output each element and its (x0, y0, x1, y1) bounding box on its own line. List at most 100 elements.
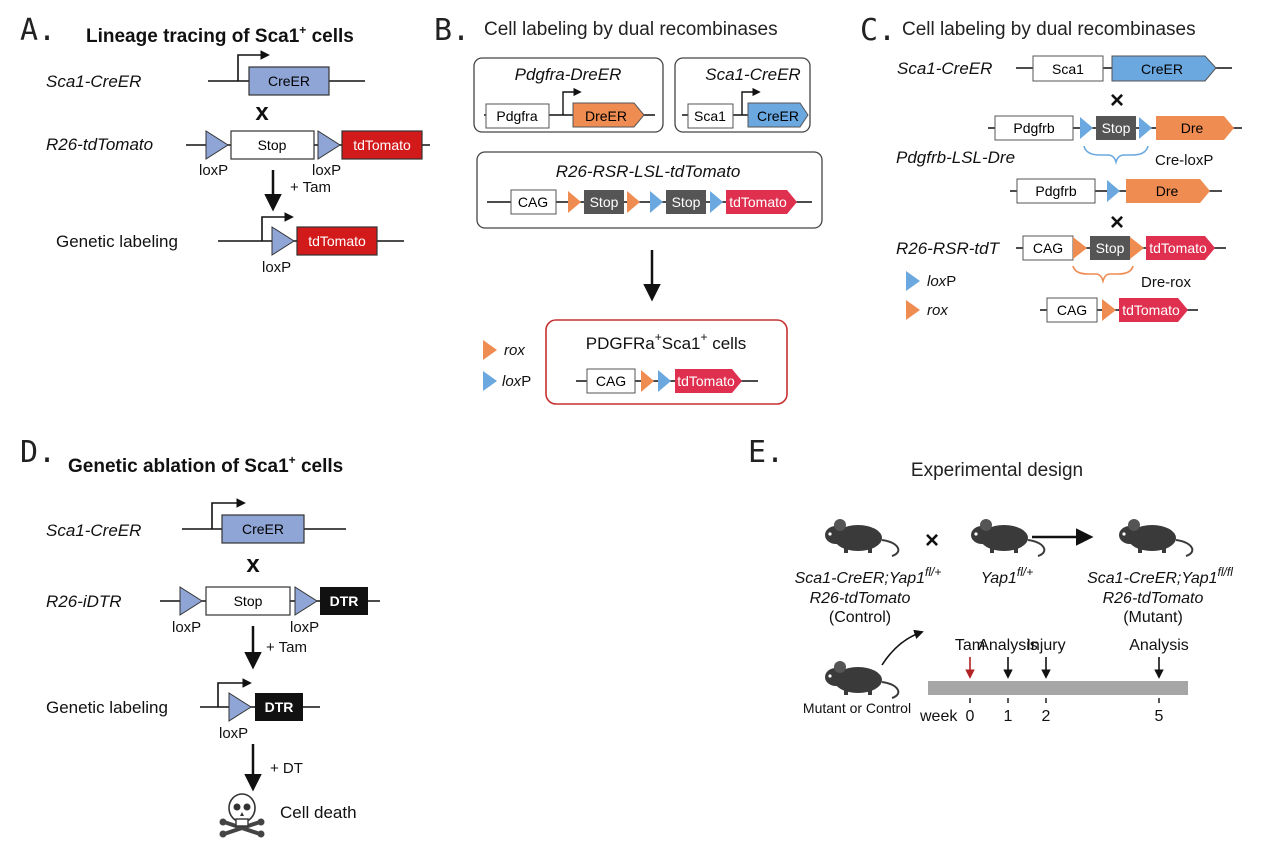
cell-death-label: Cell death (280, 803, 357, 822)
loxp-triangle (710, 191, 723, 213)
genetic-labeling-label: Genetic labeling (46, 698, 168, 717)
dtr-box (320, 587, 368, 615)
mouse1-reporter: R26-tdTomato (810, 590, 911, 607)
stop-label: Stop (590, 194, 619, 210)
tdtomato-label: tdTomato (677, 373, 735, 389)
mouse3-reporter: R26-tdTomato (1103, 590, 1204, 607)
dre-box (1156, 116, 1234, 140)
tdtomato-label: tdTomato (1122, 302, 1180, 318)
rox-triangle (641, 370, 654, 392)
loxp-triangle (1139, 117, 1152, 139)
loxp-label: loxP (262, 259, 291, 276)
stop-box (205, 586, 291, 616)
creer-box (248, 66, 330, 96)
cag-label: CAG (518, 194, 548, 210)
panel-b-letter: B. (434, 13, 470, 48)
loxp-triangle (294, 586, 318, 616)
mouse3-genotype: Sca1-CreER;Yap1fl/fl (1087, 565, 1233, 587)
panel-d: D. Genetic ablation of Sca1+ cells Sca1-… (20, 435, 380, 838)
creer-label: CreER (242, 521, 284, 537)
loxp-triangle (271, 226, 295, 256)
promoter-arrow (237, 50, 270, 81)
panel-a-title: Lineage tracing of Sca1+ cells (86, 23, 354, 47)
allele-pdgfrb-lsl-dre: Pdgfrb-LSL-Dre (896, 148, 1015, 167)
allele-sca1-creer: Sca1-CreER (46, 72, 141, 91)
timeline-week-label: 5 (1155, 708, 1164, 725)
cag-label: CAG (1057, 302, 1087, 318)
tdtomato-label: tdTomato (729, 194, 787, 210)
creer-box (221, 514, 305, 544)
pdgfra-label: Pdgfra (496, 108, 537, 124)
cag-box (586, 368, 636, 394)
cag-box (1022, 235, 1074, 261)
creer-label: CreER (757, 108, 799, 124)
loxp-label: loxP (312, 162, 341, 179)
creer-box (747, 102, 809, 128)
loxp-label: loxP (290, 619, 319, 636)
mouse1-genotype: Sca1-CreER;Yap1fl/+ (795, 565, 942, 587)
cross-symbol: × (925, 527, 939, 554)
panel-c-letter: C. (860, 13, 896, 48)
creer-label: CreER (268, 73, 310, 89)
mouse4-label: Mutant or Control (803, 700, 911, 716)
loxp-triangle (1080, 117, 1093, 139)
stop-box (584, 190, 624, 214)
tam-label: + Tam (290, 179, 331, 196)
arrow-curved (881, 629, 924, 666)
cross-symbol: x (246, 551, 260, 578)
rox-triangle (1073, 237, 1087, 259)
skull-icon (219, 793, 265, 838)
allele-r26-tdtomato: R26-tdTomato (46, 135, 153, 154)
rox-triangle (568, 191, 581, 213)
allele-sca1-creer: Sca1-CreER (46, 521, 141, 540)
dtr-label: DTR (330, 593, 359, 609)
tdtomato-box (726, 190, 797, 214)
panel-e: E. Experimental design × Sca1-CreER;Yap1… (748, 435, 1233, 725)
timeline-event-label: Tam (955, 637, 985, 654)
loxp-legend-label: loxP (927, 273, 956, 290)
panel-d-title: Genetic ablation of Sca1+ cells (68, 453, 343, 477)
stop-label: Stop (1102, 120, 1131, 136)
rox-legend-icon (906, 300, 920, 320)
tdtomato-box (675, 369, 742, 393)
loxp-triangle (205, 130, 229, 160)
cag-label: CAG (596, 373, 626, 389)
stop-label: Stop (234, 593, 263, 609)
mouse-icon (824, 660, 900, 699)
dreer-box (572, 102, 645, 128)
mouse1-group: (Control) (829, 609, 891, 626)
cross-symbol: × (1110, 87, 1124, 114)
tdtomato-box (1119, 298, 1188, 322)
tdtomato-label: tdTomato (353, 137, 411, 153)
loxp-triangle (650, 191, 663, 213)
result-box (545, 319, 788, 405)
loxp-triangle (228, 692, 252, 722)
allele-r26-idtr: R26-iDTR (46, 592, 122, 611)
loxp-label: loxP (172, 619, 201, 636)
tdtomato-box (296, 226, 378, 256)
timeline-event-label: Injury (1026, 637, 1065, 654)
timeline-week-label: 1 (1004, 708, 1013, 725)
dreer-label: DreER (585, 108, 627, 124)
loxp-legend-icon (906, 271, 920, 291)
pdgfra-promoter-box (485, 103, 550, 129)
mouse-icon (1118, 518, 1194, 557)
stop-box (1096, 116, 1136, 140)
cross-symbol: x (255, 99, 269, 126)
dre-label: Dre (1156, 183, 1179, 199)
timeline-event-label: Analysis (978, 637, 1038, 654)
timeline-week-label: 2 (1042, 708, 1051, 725)
sca1-creer-title: Sca1-CreER (705, 65, 800, 84)
panel-c-title: Cell labeling by dual recombinases (902, 19, 1196, 40)
allele-r26-rsr-tdt: R26-RSR-tdT (896, 239, 1001, 258)
cre-loxp-label: Cre-loxP (1155, 152, 1213, 169)
mouse2-genotype: Yap1fl/+ (981, 565, 1034, 587)
dre-box (1126, 179, 1210, 203)
panel-a: A. Lineage tracing of Sca1+ cells Sca1-C… (20, 13, 430, 276)
loxp-label: loxP (199, 162, 228, 179)
cag-box (510, 189, 557, 215)
loxp-triangle (179, 586, 203, 616)
panel-e-title: Experimental design (911, 460, 1083, 481)
timeline-week-label: 0 (966, 708, 975, 725)
